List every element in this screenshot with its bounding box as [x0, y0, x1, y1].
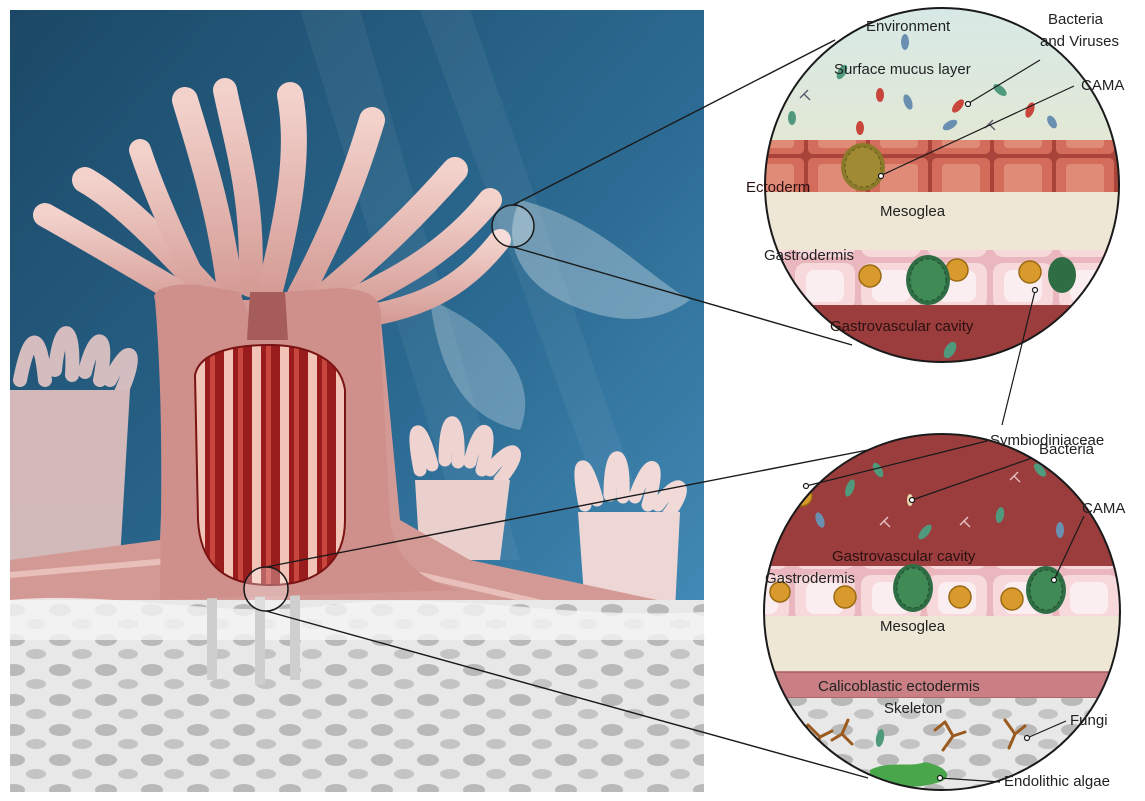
label-fungi: Fungi	[1070, 712, 1108, 729]
label-gastrovascular-top: Gastrovascular cavity	[830, 318, 974, 335]
zoom-circle-base: Gastrovascular cavity Gastrodermis Mesog…	[760, 430, 1130, 793]
zoom-target-base	[244, 567, 288, 611]
label-bacteria-viruses-1: Bacteria	[1048, 11, 1104, 28]
coral-polyp-scene	[10, 10, 704, 792]
mesoglea-layer	[760, 192, 1130, 250]
label-bacteria-viruses-2: and Viruses	[1040, 33, 1119, 50]
label-environment: Environment	[866, 18, 951, 35]
label-surface-mucus: Surface mucus layer	[834, 61, 971, 78]
ectoderm-layer	[760, 140, 1130, 192]
zoom-circle-tentacle: Environment Surface mucus layer Ectoderm…	[746, 5, 1130, 375]
zoom-target-tentacle	[492, 205, 534, 247]
label-skeleton: Skeleton	[884, 700, 942, 717]
polyp-mouth	[247, 292, 288, 340]
label-cama-bottom: CAMA	[1082, 500, 1125, 517]
label-gastrodermis-top: Gastrodermis	[764, 247, 854, 264]
label-bacteria-bottom: Bacteria	[1039, 441, 1095, 458]
label-gastrovascular-bottom: Gastrovascular cavity	[832, 548, 976, 565]
mesenteries	[195, 345, 345, 585]
label-endolithic: Endolithic algae	[1004, 773, 1110, 790]
gastrovascular-cavity	[760, 305, 1130, 375]
small-polyp-left	[10, 333, 131, 560]
label-gastrodermis-bottom: Gastrodermis	[765, 570, 855, 587]
label-mesoglea-bottom: Mesoglea	[880, 618, 946, 635]
label-mesoglea-top: Mesoglea	[880, 203, 946, 220]
label-calicoblastic: Calicoblastic ectodermis	[818, 678, 980, 695]
label-cama-top: CAMA	[1081, 77, 1124, 94]
label-ectoderm: Ectoderm	[746, 179, 810, 196]
